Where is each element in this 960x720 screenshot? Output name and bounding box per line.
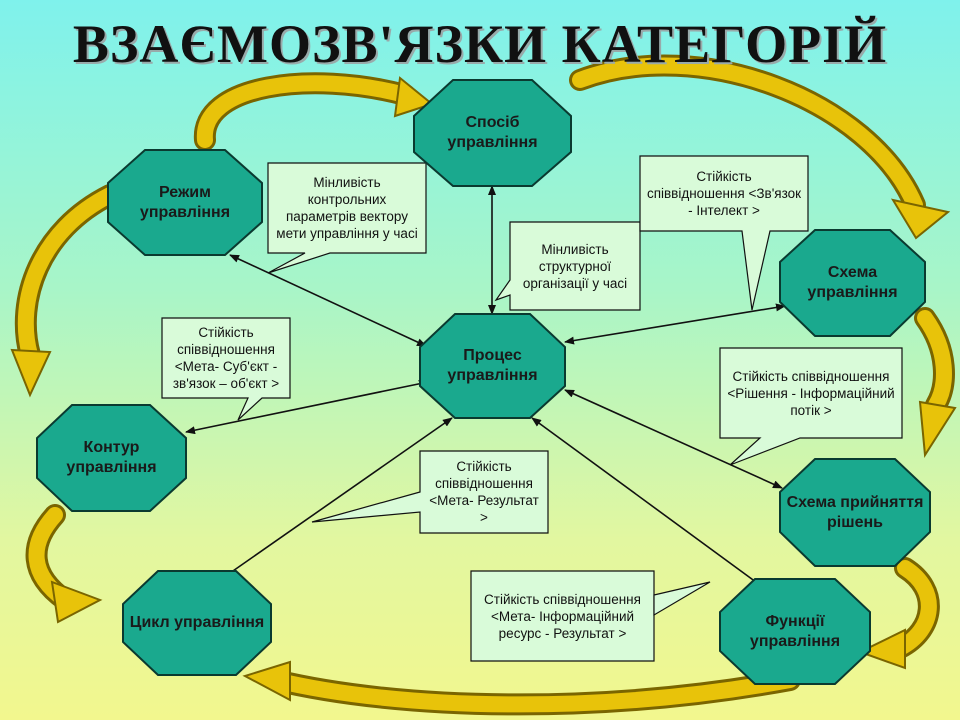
nodes bbox=[36, 79, 931, 685]
relation-lines bbox=[185, 185, 786, 586]
node-skhema[interactable]: Схема управління bbox=[780, 230, 925, 336]
note-minlyvist-kontrolnykh: Мінливість контрольних параметрів вектор… bbox=[276, 175, 418, 241]
node-kontur[interactable]: Контур управління bbox=[37, 405, 186, 511]
page-title: ВЗАЄМОЗВ'ЯЗКИ КАТЕГОРІЙ bbox=[72, 14, 888, 74]
node-rezhym[interactable]: Режим управління bbox=[108, 150, 262, 255]
note-minlyvist-strukturnoi: Мінливість структурної організації у час… bbox=[522, 241, 628, 291]
note-rishennia: Стійкість співвідношення <Рішення - Інфо… bbox=[727, 368, 895, 418]
callout-meta-subekt bbox=[161, 317, 291, 421]
node-protses-shape bbox=[419, 313, 566, 419]
node-protses-label: Процес управління bbox=[447, 347, 538, 384]
note-meta-resurs: Стійкість співвідношення <Мета- Інформац… bbox=[484, 591, 641, 641]
node-funktsii-label: Функції управління bbox=[749, 612, 841, 650]
callout-meta-resurs bbox=[470, 570, 655, 662]
line-rezhym-protses bbox=[229, 254, 427, 347]
note-meta-rezultat: Стійкість співвідношення <Мета- Результа… bbox=[429, 459, 539, 525]
node-funktsii-shape bbox=[719, 578, 871, 685]
line-tsykl-protses bbox=[219, 417, 453, 581]
node-kontur-label: Контур управління bbox=[66, 439, 157, 476]
cycle-arrows bbox=[10, 54, 957, 716]
note-zv-intelekt: Стійкість співвідношення <Зв'язок - Інте… bbox=[646, 169, 802, 218]
node-skhema-rishen[interactable]: Схема прийняття рішень bbox=[780, 459, 930, 566]
callouts bbox=[161, 155, 903, 662]
callout-zv-intelekt bbox=[639, 155, 809, 311]
node-funktsii[interactable]: Функції управління bbox=[720, 579, 870, 684]
line-kontur-protses bbox=[185, 379, 429, 435]
callout-meta-rezultat bbox=[311, 450, 549, 534]
node-skhema-rishen-label: Схема прийняття рішень bbox=[786, 493, 924, 531]
node-rezhym-shape bbox=[107, 149, 263, 256]
node-protses[interactable]: Процес управління bbox=[420, 314, 565, 418]
node-sposib-shape bbox=[413, 79, 572, 187]
node-tsykl-shape bbox=[122, 570, 272, 676]
node-skhema-shape bbox=[779, 229, 926, 337]
note-meta-subekt: Стійкість співвідношення <Мета- Суб'єкт … bbox=[172, 325, 280, 391]
callout-minlyvist-kontrolnykh bbox=[267, 162, 427, 274]
node-sposib-label: Спосіб управління bbox=[447, 114, 538, 151]
callout-rishennia bbox=[719, 347, 903, 466]
node-rezhym-label: Режим управління bbox=[139, 183, 231, 221]
line-funktsii-protses bbox=[531, 417, 761, 586]
node-sposib[interactable]: Спосіб управління bbox=[414, 80, 571, 186]
node-kontur-shape bbox=[36, 404, 187, 512]
line-skhema-protses bbox=[564, 303, 786, 345]
callout-minlyvist-strukturnoi bbox=[494, 221, 641, 311]
node-tsykl[interactable]: Цикл управління bbox=[123, 571, 271, 675]
line-rishen-protses bbox=[564, 389, 783, 489]
node-rishen-shape bbox=[779, 458, 931, 567]
node-tsykl-label: Цикл управління bbox=[129, 614, 265, 631]
node-skhema-label: Схема управління bbox=[807, 264, 898, 301]
